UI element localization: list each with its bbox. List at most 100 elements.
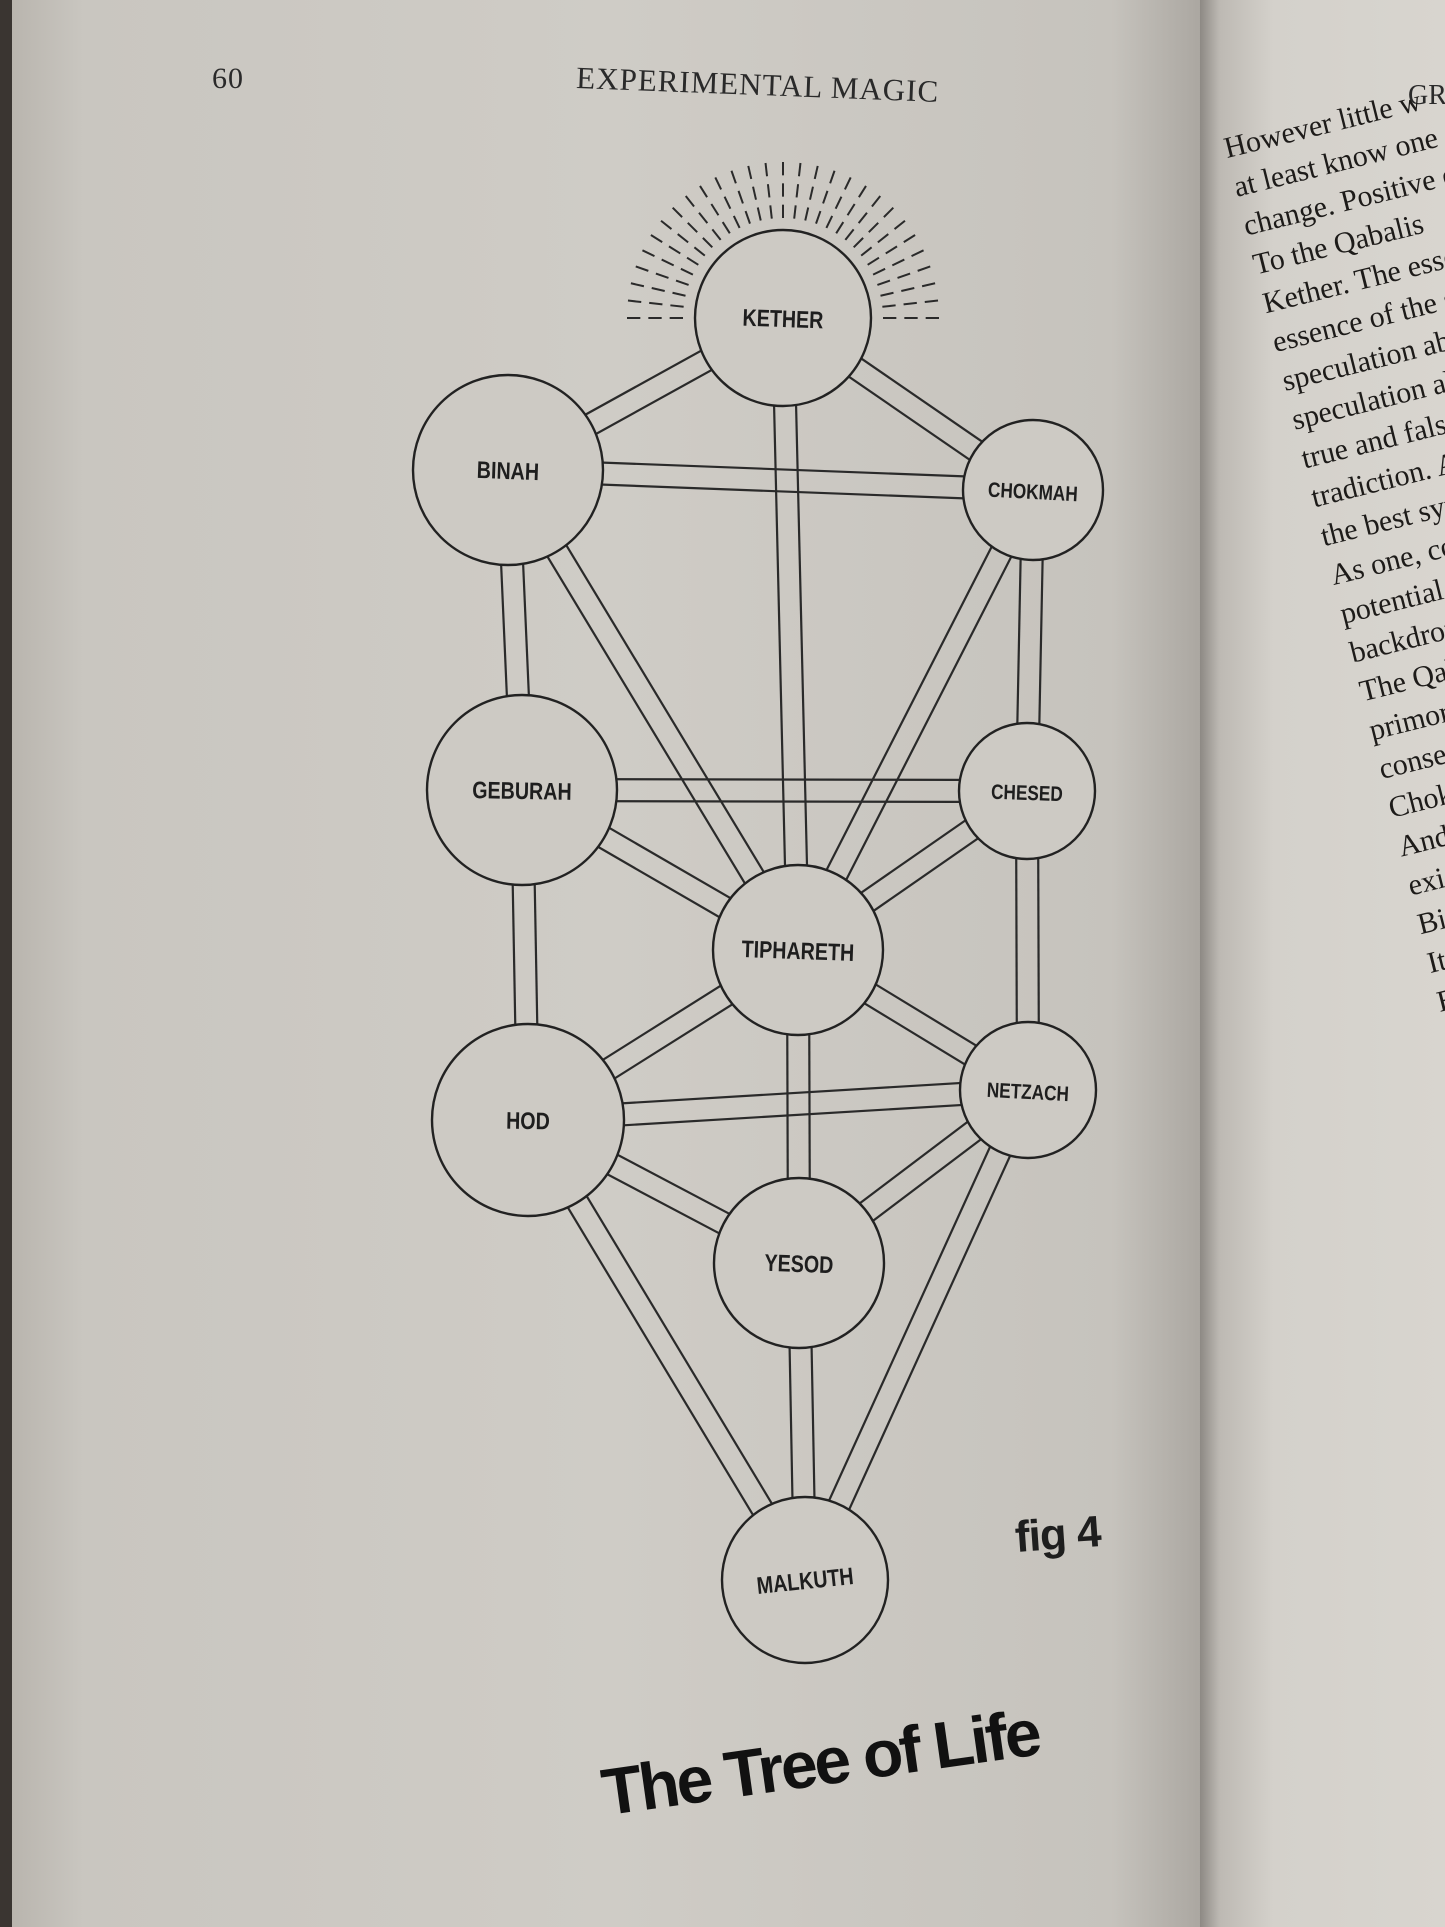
sephirah-circle (958, 1020, 1098, 1160)
kether-ray (698, 212, 709, 224)
kether-ray (642, 249, 655, 258)
kether-ray (677, 233, 689, 244)
kether-ray (877, 279, 891, 286)
kether-ray (917, 265, 931, 272)
kether-ray (793, 205, 797, 219)
kether-ray (711, 228, 722, 241)
kether-ray (660, 219, 673, 230)
kether-ray (809, 186, 814, 200)
sephirah-circle (712, 1176, 886, 1350)
path-chokmah-tiphareth (806, 494, 1044, 956)
sephirah-label: NETZACH (986, 1079, 1069, 1106)
kether-ray (872, 267, 886, 276)
kether-ray (672, 291, 686, 297)
kether-ray (882, 304, 896, 308)
kether-ray (686, 256, 699, 266)
kether-ray (702, 237, 713, 248)
kether-ray (893, 219, 906, 230)
sephirah-label: YESOD (764, 1249, 834, 1279)
kether-ray (871, 195, 882, 208)
sephirah-yesod: YESOD (712, 1176, 886, 1350)
sephirah-label: CHOKMAH (987, 479, 1078, 507)
sephirah-label: GEBURAH (472, 776, 572, 805)
kether-ray (693, 246, 706, 257)
kether-ray (670, 304, 684, 308)
kether-ray (710, 203, 720, 216)
kether-rays (627, 162, 939, 319)
kether-ray (737, 190, 744, 204)
kether-ray (668, 245, 681, 255)
kether-ray (813, 165, 819, 180)
kether-ray (650, 234, 663, 243)
kether-ray (635, 265, 649, 272)
sephirah-circle (711, 863, 885, 1037)
kether-ray (756, 207, 762, 221)
kether-ray (901, 287, 915, 292)
kether-ray (825, 215, 834, 229)
sephirah-circle (957, 721, 1097, 861)
facing-running-head: GR (1408, 80, 1445, 111)
path-kether-tiphareth (770, 318, 789, 951)
kether-ray (804, 207, 810, 221)
path-chokmah-tiphareth (787, 484, 1025, 946)
kether-ray (680, 267, 694, 276)
kether-ray (671, 206, 683, 218)
kether-ray (843, 177, 852, 190)
sephirah-label: BINAH (476, 456, 539, 485)
kether-ray (911, 249, 924, 258)
kether-ray (822, 190, 829, 204)
kether-ray (661, 258, 675, 267)
sephirah-label: HOD (506, 1107, 550, 1135)
kether-ray (857, 212, 868, 224)
page-number: 60 (212, 62, 244, 95)
kether-ray (747, 165, 753, 180)
kether-ray (885, 245, 898, 255)
kether-ray (924, 299, 939, 304)
sephirah-tiphareth: TIPHARETH (711, 863, 885, 1037)
kether-ray (835, 221, 845, 234)
kether-ray (860, 246, 873, 257)
kether-ray (877, 233, 889, 244)
sephirah-label: KETHER (742, 304, 824, 334)
kether-ray (797, 162, 802, 177)
sephirah-circle (961, 418, 1105, 562)
sephirah-circle (693, 228, 873, 408)
path-netzach-malkuth (793, 1084, 1019, 1576)
kether-ray (699, 185, 708, 198)
kether-ray (903, 234, 916, 243)
kether-ray (880, 291, 894, 297)
path-netzach-malkuth (814, 1094, 1040, 1586)
sephirah-binah: BINAH (411, 373, 605, 567)
kether-ray (829, 170, 836, 184)
figure-label: fig 4 (1013, 1507, 1103, 1562)
kether-ray (649, 301, 663, 306)
kether-ray (903, 301, 917, 306)
kether-ray (834, 196, 843, 210)
kether-ray (732, 215, 741, 229)
kether-ray (867, 256, 880, 266)
sephirah-hod: HOD (430, 1022, 626, 1218)
kether-ray (844, 228, 855, 241)
kether-ray (764, 162, 769, 177)
kether-ray (687, 222, 698, 233)
sephirah-circle (425, 693, 619, 887)
kether-ray (752, 186, 757, 200)
kether-ray (630, 282, 645, 288)
kether-ray (655, 272, 669, 279)
kether-ray (766, 184, 771, 198)
kether-ray (723, 196, 732, 210)
sephirah-geburah: GEBURAH (425, 693, 619, 887)
path-kether-tiphareth (792, 317, 811, 950)
kether-ray (627, 299, 642, 304)
sephirah-kether: KETHER (693, 228, 873, 408)
kether-ray (795, 184, 800, 198)
kether-ray (730, 170, 737, 184)
kether-ray (853, 237, 864, 248)
sephirah-circle (430, 1022, 626, 1218)
kether-ray (721, 221, 731, 234)
